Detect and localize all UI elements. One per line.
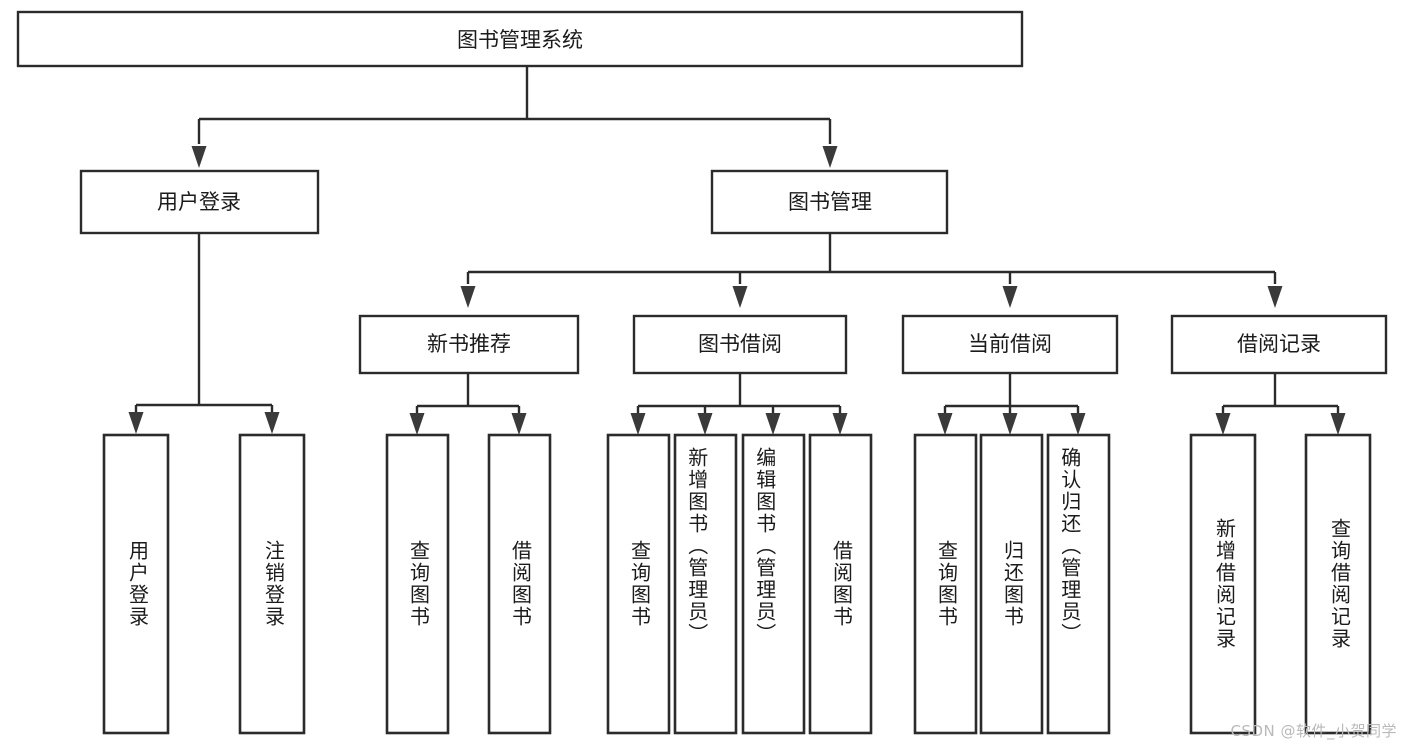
arrow-to-leaf-edit-book-admin bbox=[765, 413, 781, 435]
node-leaf-user-login[interactable]: 用户登录 bbox=[102, 433, 170, 735]
node-label-leaf-borrow-book-2: 借阅图书 bbox=[830, 540, 854, 628]
node-label-leaf-query-borrow-record: 查询借阅记录 bbox=[1328, 518, 1352, 650]
node-label-leaf-return-book: 归还图书 bbox=[1001, 540, 1025, 628]
node-label-leaf-query-book-3: 查询图书 bbox=[935, 540, 959, 628]
arrow-to-new-book-recommend bbox=[460, 286, 476, 308]
node-leaf-logout-login[interactable]: 注销登录 bbox=[238, 433, 306, 735]
node-leaf-edit-book-admin[interactable]: 编辑图书（管理员） bbox=[741, 433, 806, 735]
connector-borrow-record-to-leaves bbox=[1215, 373, 1346, 435]
node-label-leaf-logout-login: 注销登录 bbox=[262, 540, 286, 628]
node-book-borrow[interactable]: 图书借阅 bbox=[632, 314, 848, 375]
connector-new-book-recommend-to-leaves bbox=[409, 373, 527, 435]
arrow-to-current-borrow bbox=[1002, 286, 1018, 308]
node-label-leaf-add-book-admin: 新增图书（管理员） bbox=[685, 447, 709, 645]
arrow-to-book-borrow bbox=[732, 286, 748, 308]
node-leaf-borrow-book-1[interactable]: 借阅图书 bbox=[487, 433, 552, 735]
node-label-leaf-confirm-return-admin: 确认归还（管理员） bbox=[1058, 447, 1082, 645]
node-leaf-borrow-book-2[interactable]: 借阅图书 bbox=[808, 433, 873, 735]
node-label-leaf-user-login: 用户登录 bbox=[126, 540, 150, 628]
connector-current-borrow-to-leaves bbox=[937, 373, 1086, 435]
node-leaf-query-book-2[interactable]: 查询图书 bbox=[606, 433, 671, 735]
node-leaf-query-book-1[interactable]: 查询图书 bbox=[385, 433, 450, 735]
node-label-current-borrow: 当前借阅 bbox=[968, 332, 1052, 356]
connector-book-borrow-to-leaves bbox=[630, 373, 848, 435]
node-current-borrow[interactable]: 当前借阅 bbox=[901, 314, 1119, 375]
arrow-to-leaf-borrow-book-1 bbox=[511, 413, 527, 435]
arrow-to-user-login bbox=[191, 146, 207, 168]
arrow-to-borrow-record bbox=[1267, 286, 1283, 308]
node-label-new-book-recommend: 新书推荐 bbox=[427, 332, 511, 356]
node-root-system[interactable]: 图书管理系统 bbox=[16, 10, 1024, 68]
arrow-to-leaf-logout-login bbox=[264, 412, 280, 434]
arrow-to-leaf-query-book-3 bbox=[937, 413, 953, 435]
node-leaf-add-borrow-record[interactable]: 新增借阅记录 bbox=[1189, 433, 1257, 735]
node-book-management[interactable]: 图书管理 bbox=[710, 169, 949, 235]
node-borrow-record[interactable]: 借阅记录 bbox=[1170, 314, 1388, 375]
arrow-to-leaf-return-book bbox=[1002, 413, 1018, 435]
node-label-user-login: 用户登录 bbox=[157, 190, 241, 214]
node-label-leaf-query-book-1: 查询图书 bbox=[407, 540, 431, 628]
connector-book-management-to-level2 bbox=[460, 233, 1283, 308]
arrow-to-leaf-query-book-2 bbox=[630, 413, 646, 435]
arrow-to-leaf-user-login bbox=[128, 412, 144, 434]
node-label-leaf-borrow-book-1: 借阅图书 bbox=[509, 540, 533, 628]
node-new-book-recommend[interactable]: 新书推荐 bbox=[358, 314, 580, 375]
arrow-to-leaf-query-borrow-record bbox=[1330, 413, 1346, 435]
connector-user-login-to-leaves bbox=[128, 233, 280, 434]
arrow-to-leaf-add-book-admin bbox=[697, 413, 713, 435]
node-label-book-management: 图书管理 bbox=[788, 190, 872, 214]
node-leaf-add-book-admin[interactable]: 新增图书（管理员） bbox=[673, 433, 738, 735]
node-user-login[interactable]: 用户登录 bbox=[79, 169, 320, 235]
node-label-leaf-query-book-2: 查询图书 bbox=[628, 540, 652, 628]
arrow-to-leaf-borrow-book-2 bbox=[832, 413, 848, 435]
node-label-leaf-edit-book-admin: 编辑图书（管理员） bbox=[753, 447, 777, 645]
csdn-watermark: CSDN @软件_小贺同学 bbox=[1230, 722, 1397, 740]
node-leaf-confirm-return-admin[interactable]: 确认归还（管理员） bbox=[1046, 433, 1111, 735]
arrow-to-leaf-confirm-return-admin bbox=[1070, 413, 1086, 435]
node-leaf-query-book-3[interactable]: 查询图书 bbox=[913, 433, 978, 735]
node-label-borrow-record: 借阅记录 bbox=[1237, 332, 1321, 356]
node-label-leaf-add-borrow-record: 新增借阅记录 bbox=[1213, 518, 1237, 650]
node-label-root-system: 图书管理系统 bbox=[457, 28, 583, 52]
node-leaf-query-borrow-record[interactable]: 查询借阅记录 bbox=[1304, 433, 1372, 735]
arrow-to-leaf-add-borrow-record bbox=[1215, 413, 1231, 435]
arrow-to-leaf-query-book-1 bbox=[409, 413, 425, 435]
node-leaf-return-book[interactable]: 归还图书 bbox=[979, 433, 1044, 735]
node-label-book-borrow: 图书借阅 bbox=[698, 332, 782, 356]
arrow-to-book-management bbox=[822, 146, 838, 168]
connector-root-to-level1 bbox=[191, 66, 838, 168]
